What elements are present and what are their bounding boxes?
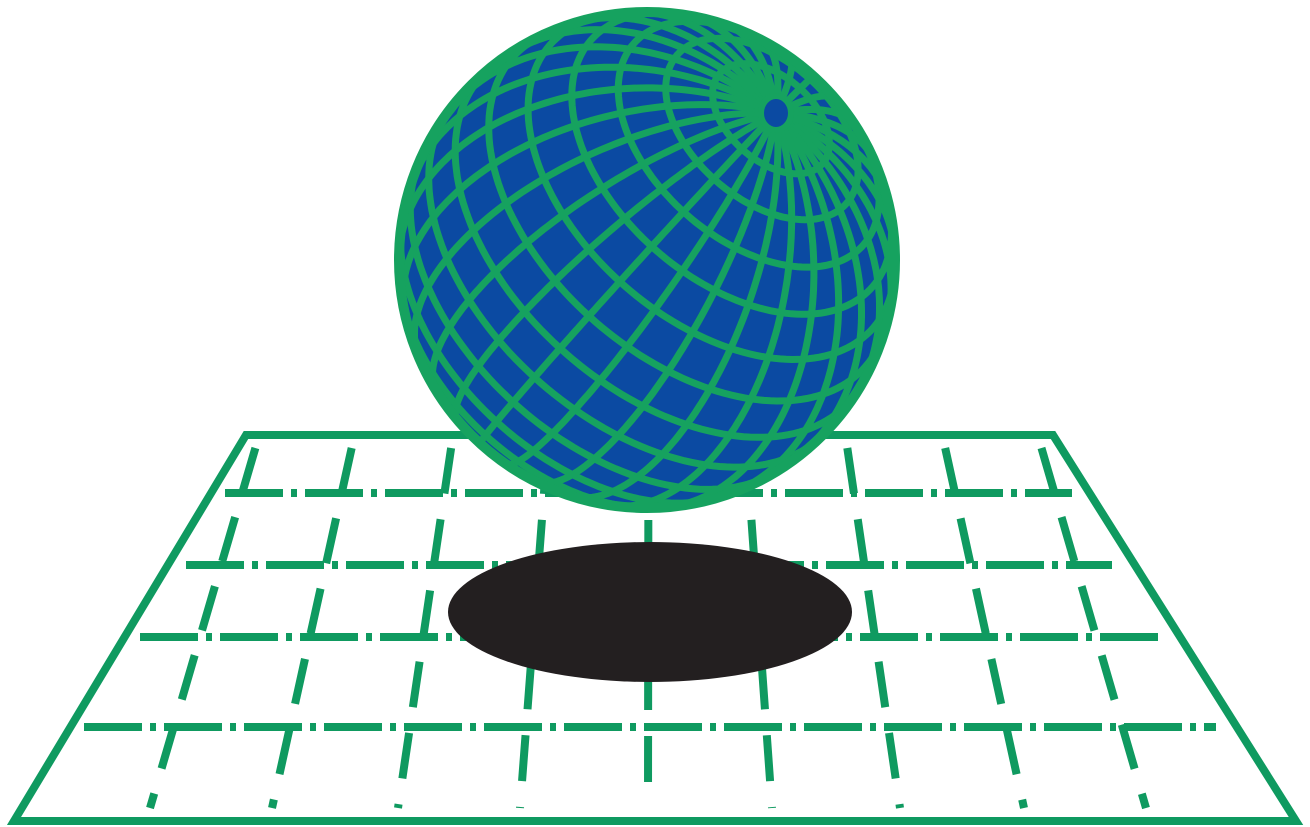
globe-sphere bbox=[399, 12, 895, 508]
sphere-pole bbox=[761, 96, 791, 130]
shadow-ellipse bbox=[448, 542, 852, 682]
